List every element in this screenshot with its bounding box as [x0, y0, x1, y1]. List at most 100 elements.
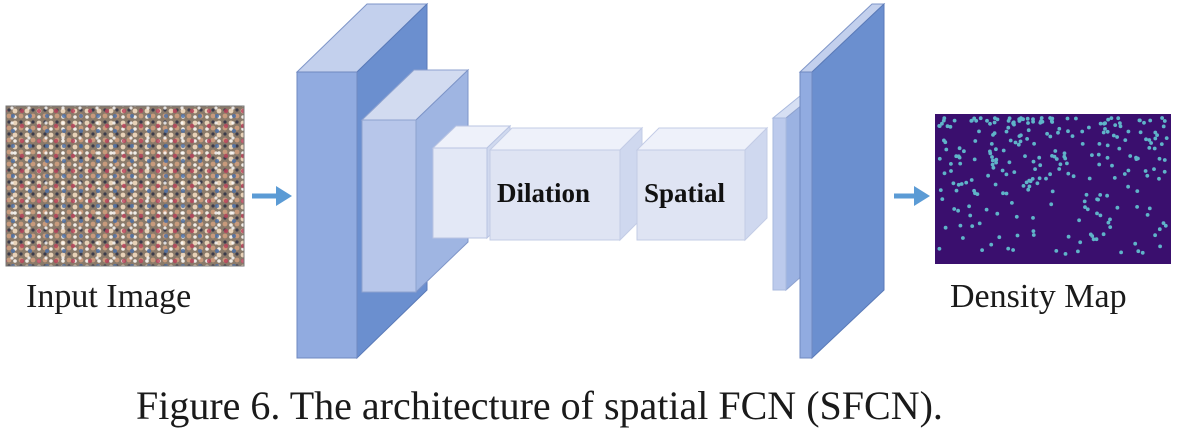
- density-dot: [1147, 146, 1152, 150]
- spatial-block: [635, 126, 769, 242]
- density-dot: [1145, 173, 1150, 178]
- density-dot: [1082, 199, 1087, 204]
- density-dot: [942, 171, 947, 176]
- density-dot: [1144, 137, 1148, 142]
- density-dot: [990, 155, 994, 159]
- density-dot: [1135, 205, 1139, 209]
- density-dot: [1109, 116, 1114, 120]
- density-dot: [1152, 146, 1157, 151]
- density-dot: [1163, 223, 1168, 228]
- density-dot: [1017, 134, 1022, 139]
- density-dot: [1161, 124, 1166, 129]
- density-dot: [1126, 129, 1131, 134]
- density-dot: [1039, 119, 1043, 123]
- density-dot: [1054, 249, 1059, 253]
- density-dot: [1098, 213, 1103, 218]
- density-dot: [1105, 129, 1110, 134]
- density-dot: [951, 181, 956, 186]
- density-dot: [1119, 250, 1123, 255]
- density-dot: [1031, 216, 1035, 220]
- density-dot: [1033, 167, 1037, 172]
- density-dot: [1160, 116, 1164, 120]
- density-dot: [1048, 134, 1053, 139]
- density-dot: [1122, 172, 1127, 176]
- density-dot: [1006, 246, 1011, 251]
- density-dot: [1142, 120, 1146, 125]
- density-dot: [1105, 193, 1109, 198]
- density-dot: [1048, 172, 1052, 177]
- density-dot: [1085, 207, 1090, 212]
- density-dot: [1162, 158, 1167, 162]
- density-dot: [1066, 234, 1071, 239]
- density-dot: [1025, 137, 1029, 141]
- density-map: [935, 114, 1171, 264]
- density-dot: [1158, 244, 1162, 249]
- density-dot: [1134, 157, 1139, 162]
- density-dot: [992, 120, 997, 125]
- density-dot: [1044, 176, 1048, 181]
- density-dot: [1140, 250, 1145, 255]
- density-dot: [956, 182, 961, 187]
- density-dot: [974, 118, 979, 123]
- density-dot: [997, 235, 1002, 240]
- density-dot: [1138, 118, 1142, 123]
- density-dot: [1096, 152, 1101, 157]
- density-dot: [1110, 163, 1114, 168]
- density-dot: [1027, 184, 1032, 189]
- density-dot: [1145, 213, 1150, 217]
- density-dot: [1014, 214, 1019, 219]
- density-dot: [1102, 121, 1106, 126]
- density-dot: [943, 225, 948, 230]
- density-dot: [1037, 176, 1042, 181]
- density-dot: [995, 211, 1000, 216]
- density-dot: [1152, 167, 1156, 172]
- density-dot: [1038, 163, 1043, 168]
- density-dot: [1054, 157, 1059, 161]
- density-dot: [1004, 129, 1009, 134]
- density-dot: [1097, 162, 1102, 167]
- density-dot: [1115, 205, 1120, 210]
- density-dot: [1083, 205, 1087, 210]
- density-dot: [972, 188, 976, 193]
- density-dot: [990, 162, 995, 167]
- density-dot: [1126, 184, 1130, 189]
- density-dot: [984, 207, 989, 212]
- density-dot: [1065, 161, 1069, 166]
- density-dot: [1021, 117, 1025, 122]
- decoder-block-2: [798, 2, 886, 360]
- density-dot: [1063, 252, 1068, 256]
- density-dot: [1012, 170, 1017, 175]
- density-dot: [1105, 143, 1110, 148]
- density-dot: [978, 116, 983, 121]
- density-dot: [1017, 119, 1022, 123]
- density-dot: [1011, 248, 1015, 252]
- density-dot: [1032, 141, 1036, 146]
- density-dot: [1031, 229, 1036, 234]
- density-dot: [1037, 155, 1042, 160]
- density-dot: [995, 117, 1000, 122]
- density-dot: [977, 221, 982, 226]
- density-dot: [1153, 130, 1158, 135]
- density-dot: [1023, 154, 1027, 159]
- density-dot: [1074, 116, 1078, 121]
- density-dot: [970, 224, 975, 229]
- density-dot: [991, 165, 996, 170]
- density-dot: [993, 182, 998, 187]
- density-dot: [940, 197, 945, 202]
- density-dot: [1000, 168, 1005, 173]
- density-dot: [967, 204, 971, 209]
- density-dot: [1007, 116, 1012, 121]
- density-dot: [1106, 117, 1110, 122]
- density-dot: [1136, 249, 1141, 254]
- density-dot: [1087, 176, 1092, 181]
- input-arrow: [252, 186, 292, 206]
- density-dot: [990, 158, 995, 163]
- density-dot: [1115, 135, 1119, 139]
- density-dot: [1008, 138, 1013, 143]
- density-dot: [1080, 142, 1085, 146]
- density-dot: [1112, 176, 1117, 180]
- density-dot: [968, 213, 973, 218]
- density-dot: [972, 157, 977, 162]
- figure-caption: Figure 6. The architecture of spatial FC…: [136, 383, 943, 428]
